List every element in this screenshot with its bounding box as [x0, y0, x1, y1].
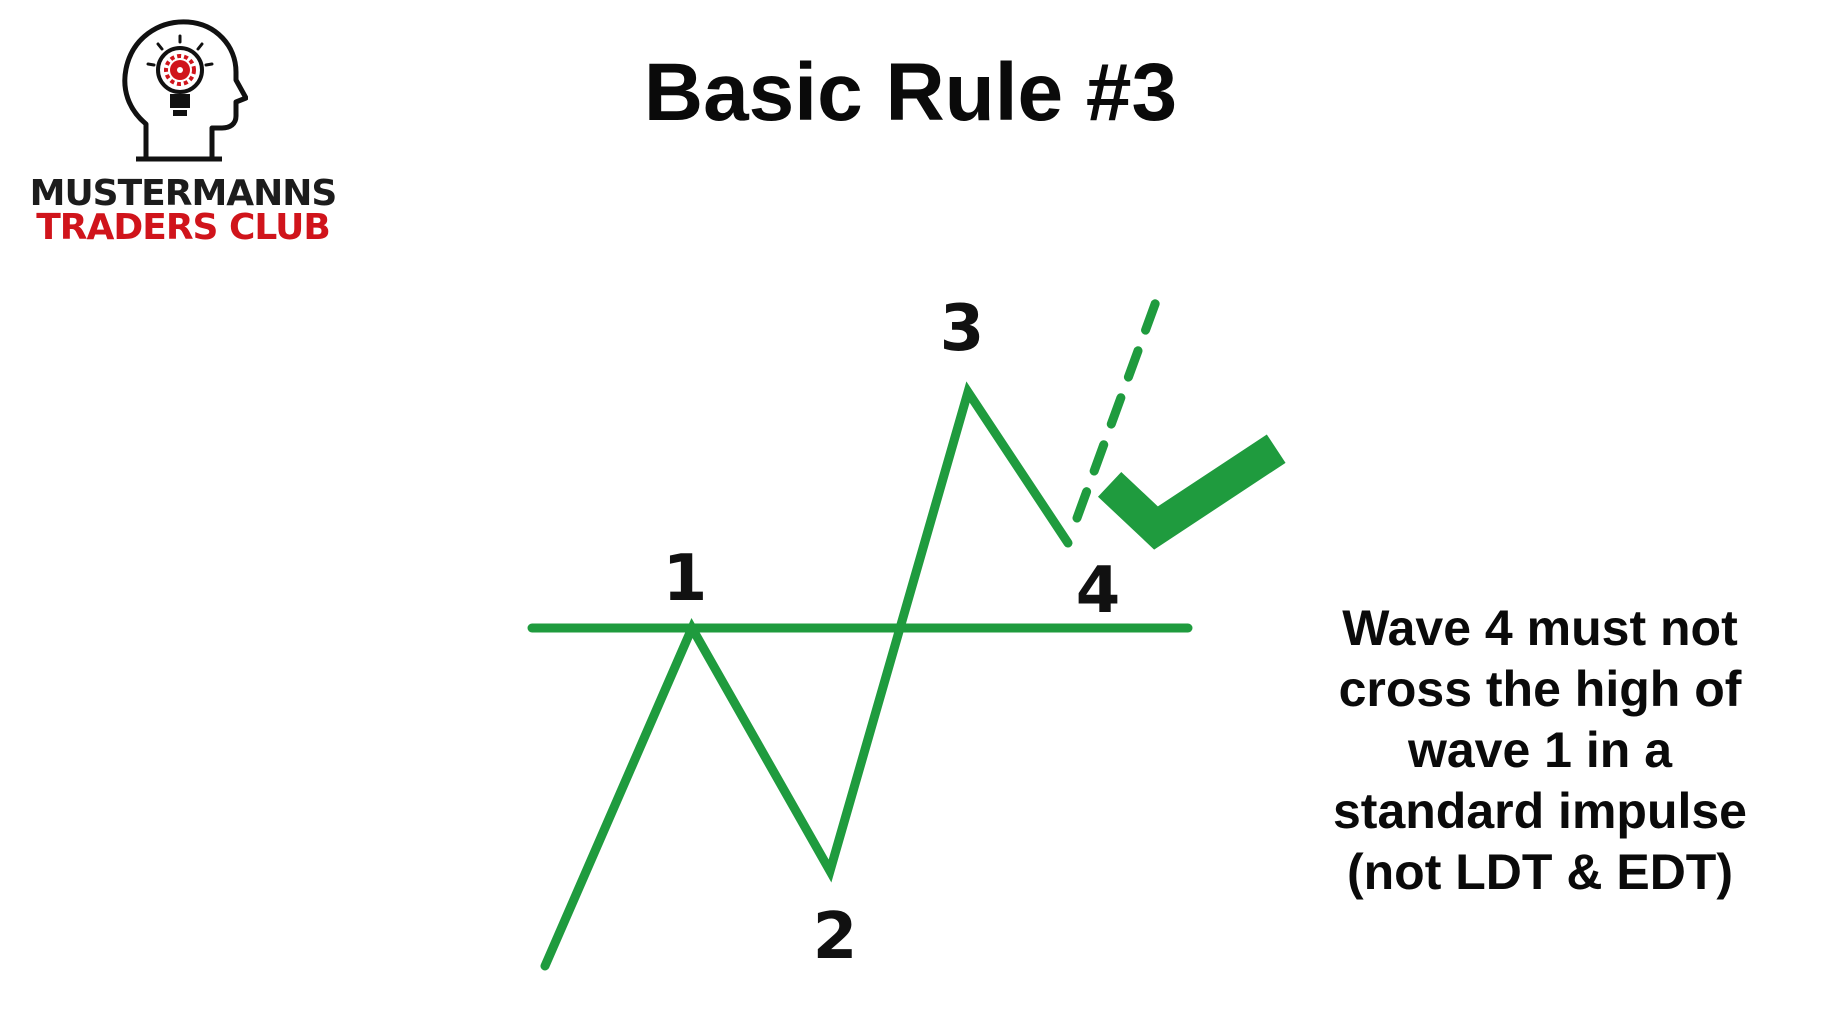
caption-line-4: standard impulse	[1333, 783, 1747, 839]
caption-line-3: wave 1 in a	[1407, 722, 1673, 778]
head-lightbulb-icon	[122, 19, 248, 162]
caption-line-5: (not LDT & EDT)	[1346, 844, 1733, 900]
wave-label-2: 2	[813, 900, 858, 974]
impulse-wave-path	[540, 381, 1073, 971]
projected-wave-5-dashed	[1072, 291, 1163, 523]
caption-line-1: Wave 4 must not	[1342, 600, 1738, 656]
brand-logo: MUSTERMANNS TRADERS CLUB	[28, 14, 338, 254]
logo-line-1: MUSTERMANNS	[29, 173, 338, 214]
wave-label-1: 1	[663, 542, 708, 616]
logo-line-2: TRADERS CLUB	[36, 207, 331, 248]
wave-label-4: 4	[1076, 554, 1121, 628]
checkmark-icon	[1097, 434, 1286, 550]
rule-caption: Wave 4 must not cross the high of wave 1…	[1300, 598, 1780, 903]
wave-label-3: 3	[940, 292, 985, 366]
page-title: Basic Rule #3	[643, 47, 1178, 138]
caption-line-2: cross the high of	[1338, 661, 1742, 717]
